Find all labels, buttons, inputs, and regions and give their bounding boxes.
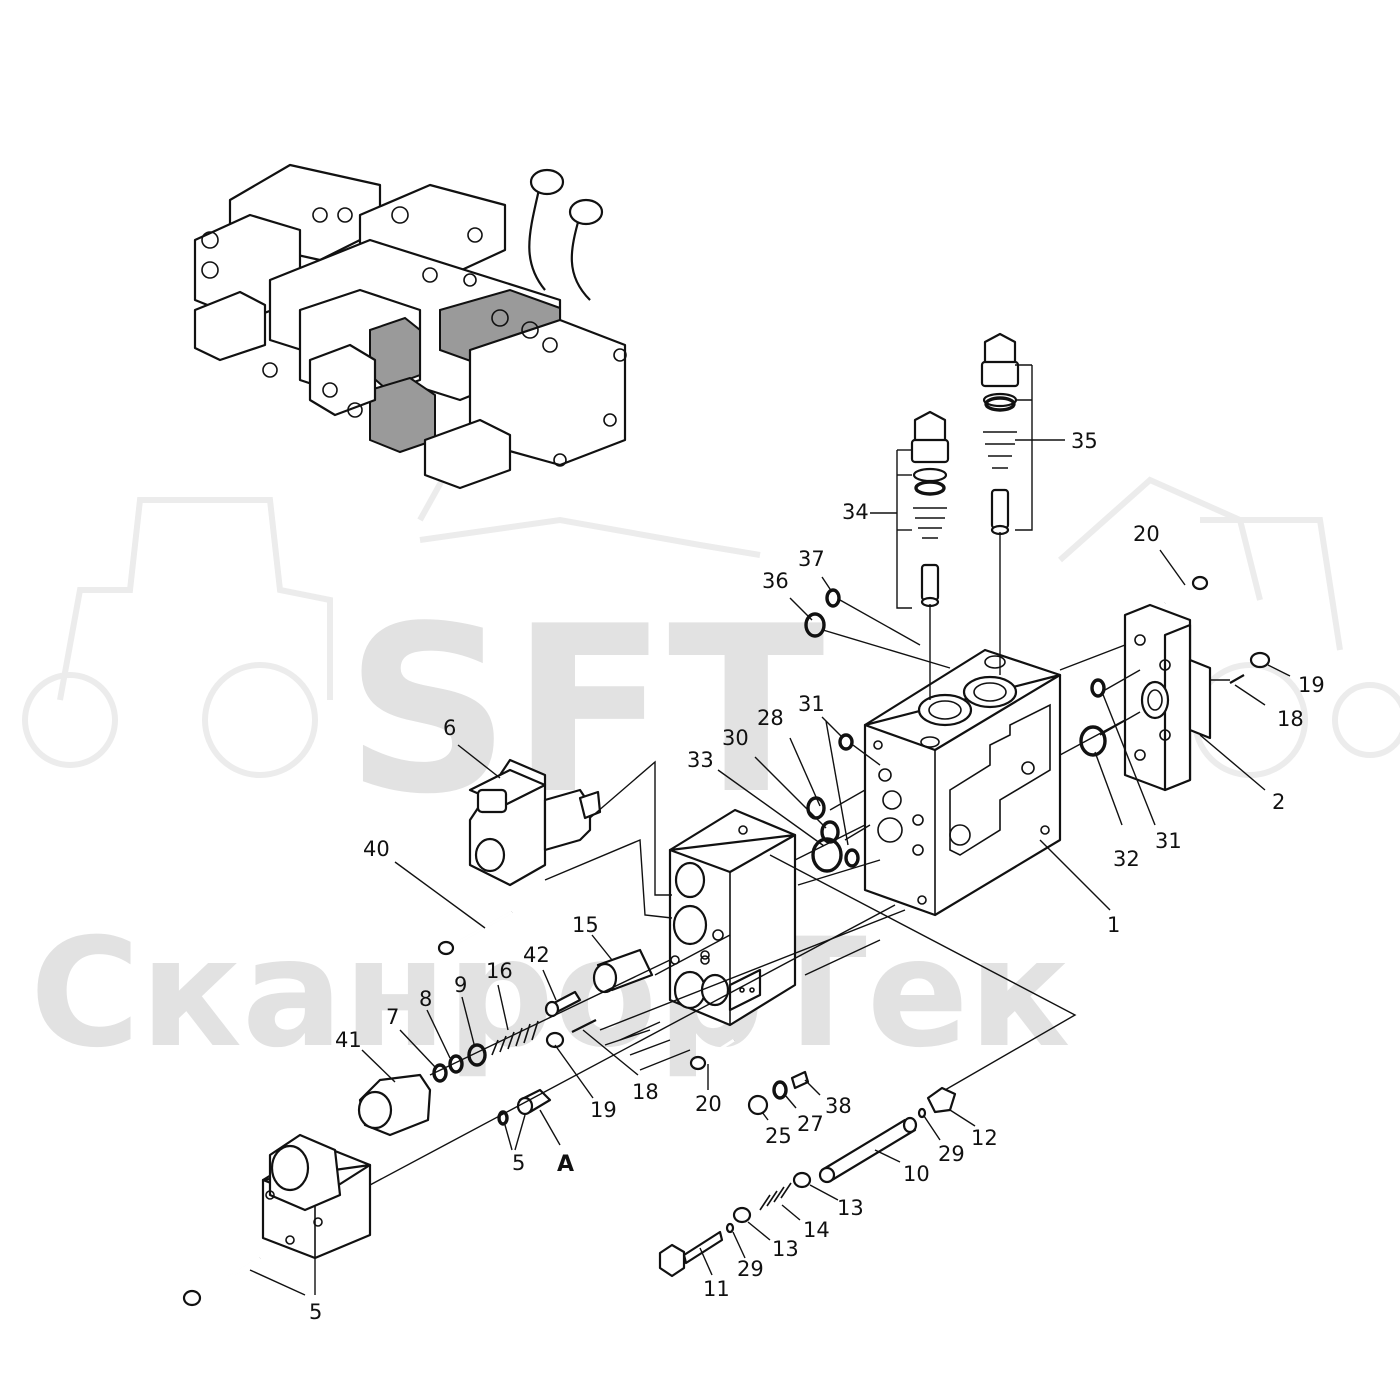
leader-lines [249,364,1291,1296]
callout-35: 35 [1071,429,1098,453]
callout-32: 32 [1113,847,1140,871]
pilot-valve-block [668,808,797,1027]
part-5-solenoid [261,1133,372,1260]
callout-40: 40 [363,837,390,861]
callout-1: 1 [1107,913,1120,937]
callout-29-upper: 29 [938,1142,965,1166]
callout-13-lower: 13 [772,1237,799,1261]
callout-31-upper: 31 [798,692,825,716]
callout-18-right: 18 [1277,707,1304,731]
callout-6: 6 [443,716,456,740]
part-1-valve-body [863,648,1062,917]
callout-20-upper: 20 [1133,522,1160,546]
callout-14: 14 [803,1218,830,1242]
callout-5-lower: 5 [309,1300,322,1324]
callout-37: 37 [798,547,825,571]
callout-5-upper: 5 [512,1151,525,1175]
callout-41: 41 [335,1028,362,1052]
watermark-company: СканрорТек [30,907,1070,1081]
callout-10: 10 [903,1162,930,1186]
callout-9: 9 [454,973,467,997]
callout-27: 27 [797,1112,824,1136]
callout-20-lower: 20 [695,1092,722,1116]
callout-16: 16 [486,959,513,983]
valve-bank-overview [193,163,627,490]
callout-33: 33 [687,748,714,772]
callout-36: 36 [762,569,789,593]
callout-8: 8 [419,987,432,1011]
spool-assembly [658,1086,957,1278]
small-plugs [747,1070,810,1116]
callout-19-right: 19 [1298,673,1325,697]
callout-13-upper: 13 [837,1196,864,1220]
callout-29-lower: 29 [737,1257,764,1281]
callout-28: 28 [757,706,784,730]
screws [182,575,1271,1307]
callout-11: 11 [703,1277,730,1301]
part-35-relief-valve [980,332,1020,536]
callout-A: A [557,1152,574,1177]
callout-30: 30 [722,726,749,750]
callout-12: 12 [971,1126,998,1150]
callout-25: 25 [765,1124,792,1148]
callout-7: 7 [386,1005,399,1029]
part-6-solenoid [468,758,602,887]
callout-2: 2 [1272,790,1285,814]
callout-38: 38 [825,1094,852,1118]
callout-19-middle: 19 [590,1098,617,1122]
part-2-end-cover [1123,603,1212,792]
pilot-spool-chain [357,948,654,1137]
callout-labels: 1 2 5 5 6 7 8 9 10 11 12 13 13 14 15 16 … [309,429,1325,1324]
callout-15: 15 [572,913,599,937]
callout-42: 42 [523,943,550,967]
part-34-relief-valve [910,410,950,608]
callout-34: 34 [842,500,869,524]
callout-31-lower: 31 [1155,829,1182,853]
callout-18-middle: 18 [632,1080,659,1104]
